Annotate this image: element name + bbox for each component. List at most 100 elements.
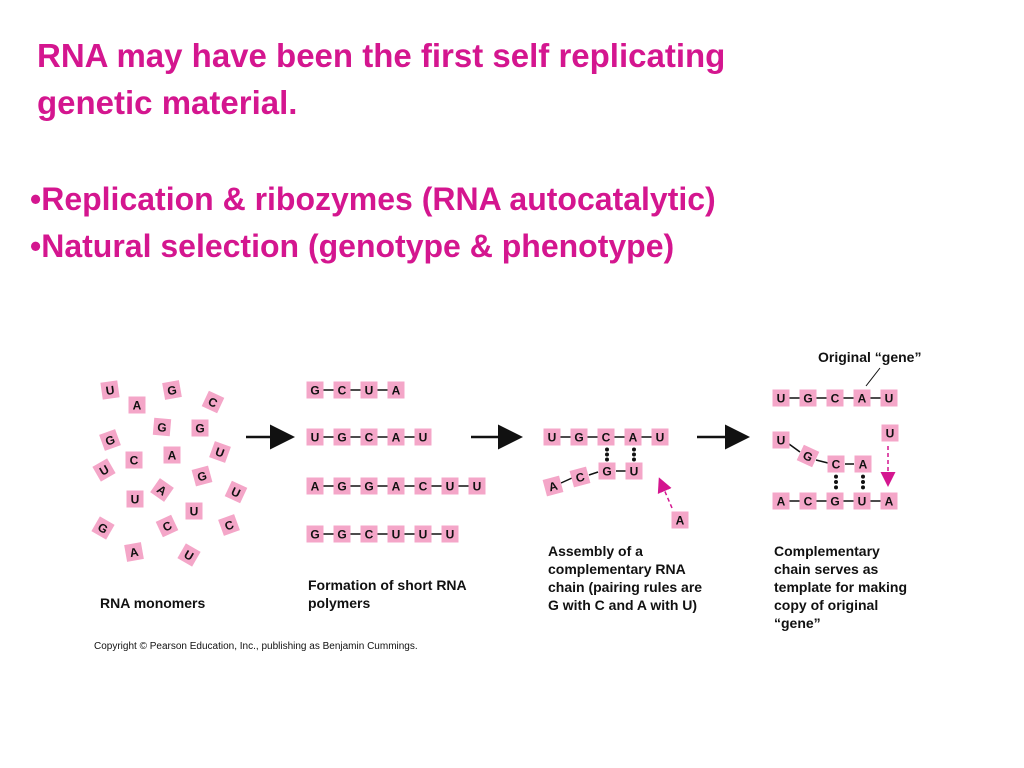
nucleotide-tile: G (826, 492, 844, 510)
monomer-tile: U (209, 441, 231, 463)
svg-text:template for making: template for making (774, 579, 907, 595)
svg-text:C: C (338, 384, 347, 398)
svg-text:A: A (885, 495, 894, 509)
svg-text:G: G (166, 383, 178, 398)
svg-text:G: G (830, 495, 839, 509)
base-pair-bond (834, 474, 838, 490)
svg-text:G: G (195, 422, 204, 436)
svg-text:U: U (365, 384, 374, 398)
svg-text:U: U (777, 434, 786, 448)
svg-text:U: U (858, 495, 867, 509)
monomer-tile: G (191, 465, 213, 487)
nucleotide-tile: A (306, 477, 324, 495)
nucleotide-tile: U (880, 389, 898, 407)
nucleotide-tile: C (597, 428, 615, 446)
svg-text:A: A (676, 514, 685, 528)
nucleotide-tile: A (387, 477, 405, 495)
monomer-tile: U (126, 490, 144, 508)
nucleotide-tile: C (333, 381, 351, 399)
caption-monomers: RNA monomers (100, 595, 205, 611)
svg-text:complementary RNA: complementary RNA (548, 561, 686, 577)
monomer-tile: G (99, 429, 121, 451)
nucleotide-tile: G (333, 428, 351, 446)
svg-text:A: A (777, 495, 786, 509)
nucleotide-tile: C (360, 428, 378, 446)
svg-text:G with C and A with U): G with C and A with U) (548, 597, 697, 613)
nucleotide-tile: U (772, 431, 790, 449)
nucleotide-tile: A (387, 428, 405, 446)
nucleotide-tile: U (853, 492, 871, 510)
svg-text:A: A (547, 479, 559, 495)
svg-text:U: U (190, 505, 199, 519)
monomer-tile: U (185, 502, 203, 520)
base-pair-bond (632, 447, 636, 462)
svg-text:U: U (311, 431, 320, 445)
svg-text:C: C (804, 495, 813, 509)
base-pair-bond (605, 447, 609, 462)
slide-title: RNA may have been the first self replica… (37, 32, 997, 126)
svg-text:A: A (858, 392, 867, 406)
svg-text:U: U (777, 392, 786, 406)
nucleotide-tile: G (799, 389, 817, 407)
monomer-tile: U (92, 458, 116, 482)
incoming-monomer: A (671, 511, 689, 529)
monomer-tile: C (125, 451, 143, 469)
svg-text:G: G (364, 480, 373, 494)
svg-text:G: G (337, 528, 346, 542)
svg-text:G: G (103, 432, 117, 448)
nucleotide-tile: A (854, 455, 872, 473)
svg-text:G: G (337, 431, 346, 445)
svg-text:A: A (133, 399, 142, 413)
svg-text:U: U (131, 493, 140, 507)
nucleotide-tile: G (598, 462, 616, 480)
monomer-tile: C (201, 390, 225, 414)
svg-text:G: G (196, 469, 209, 485)
nucleotide-tile: G (570, 428, 588, 446)
svg-text:C: C (365, 431, 374, 445)
nucleotide-tile: G (796, 444, 820, 468)
svg-text:A: A (392, 431, 401, 445)
bullet-natural-selection: Natural selection (genotype & phenotype) (30, 223, 990, 270)
incoming-monomer: U (881, 424, 899, 442)
svg-text:A: A (311, 480, 320, 494)
nucleotide-tile: U (543, 428, 561, 446)
nucleotide-tile: G (306, 525, 324, 543)
svg-text:U: U (392, 528, 401, 542)
copyright-notice: Copyright © Pearson Education, Inc., pub… (94, 641, 418, 652)
monomer-tile: G (91, 516, 115, 540)
svg-text:G: G (337, 480, 346, 494)
svg-text:C: C (602, 431, 611, 445)
caption-polymers: Formation of short RNA polymers (308, 577, 467, 611)
svg-text:G: G (574, 431, 583, 445)
svg-text:U: U (419, 431, 428, 445)
nucleotide-tile: A (387, 381, 405, 399)
monomer-tile: G (162, 380, 182, 400)
monomer-tile: A (150, 478, 174, 502)
svg-text:A: A (859, 458, 868, 472)
caption-complement: Complementary chain serves as template f… (774, 543, 907, 631)
svg-text:G: G (602, 465, 611, 479)
svg-text:C: C (831, 392, 840, 406)
monomer-tile: C (155, 514, 179, 538)
svg-text:Formation of short RNA: Formation of short RNA (308, 577, 467, 593)
svg-text:U: U (886, 427, 895, 441)
nucleotide-tile: A (853, 389, 871, 407)
monomer-tile: A (128, 396, 146, 414)
nucleotide-tile: A (880, 492, 898, 510)
svg-text:RNA monomers: RNA monomers (100, 595, 205, 611)
svg-text:Complementary: Complementary (774, 543, 880, 559)
svg-text:A: A (392, 480, 401, 494)
nucleotide-tile: A (772, 492, 790, 510)
nucleotide-tile: U (772, 389, 790, 407)
nucleotide-tile: U (414, 428, 432, 446)
gene-label-pointer (865, 367, 881, 387)
